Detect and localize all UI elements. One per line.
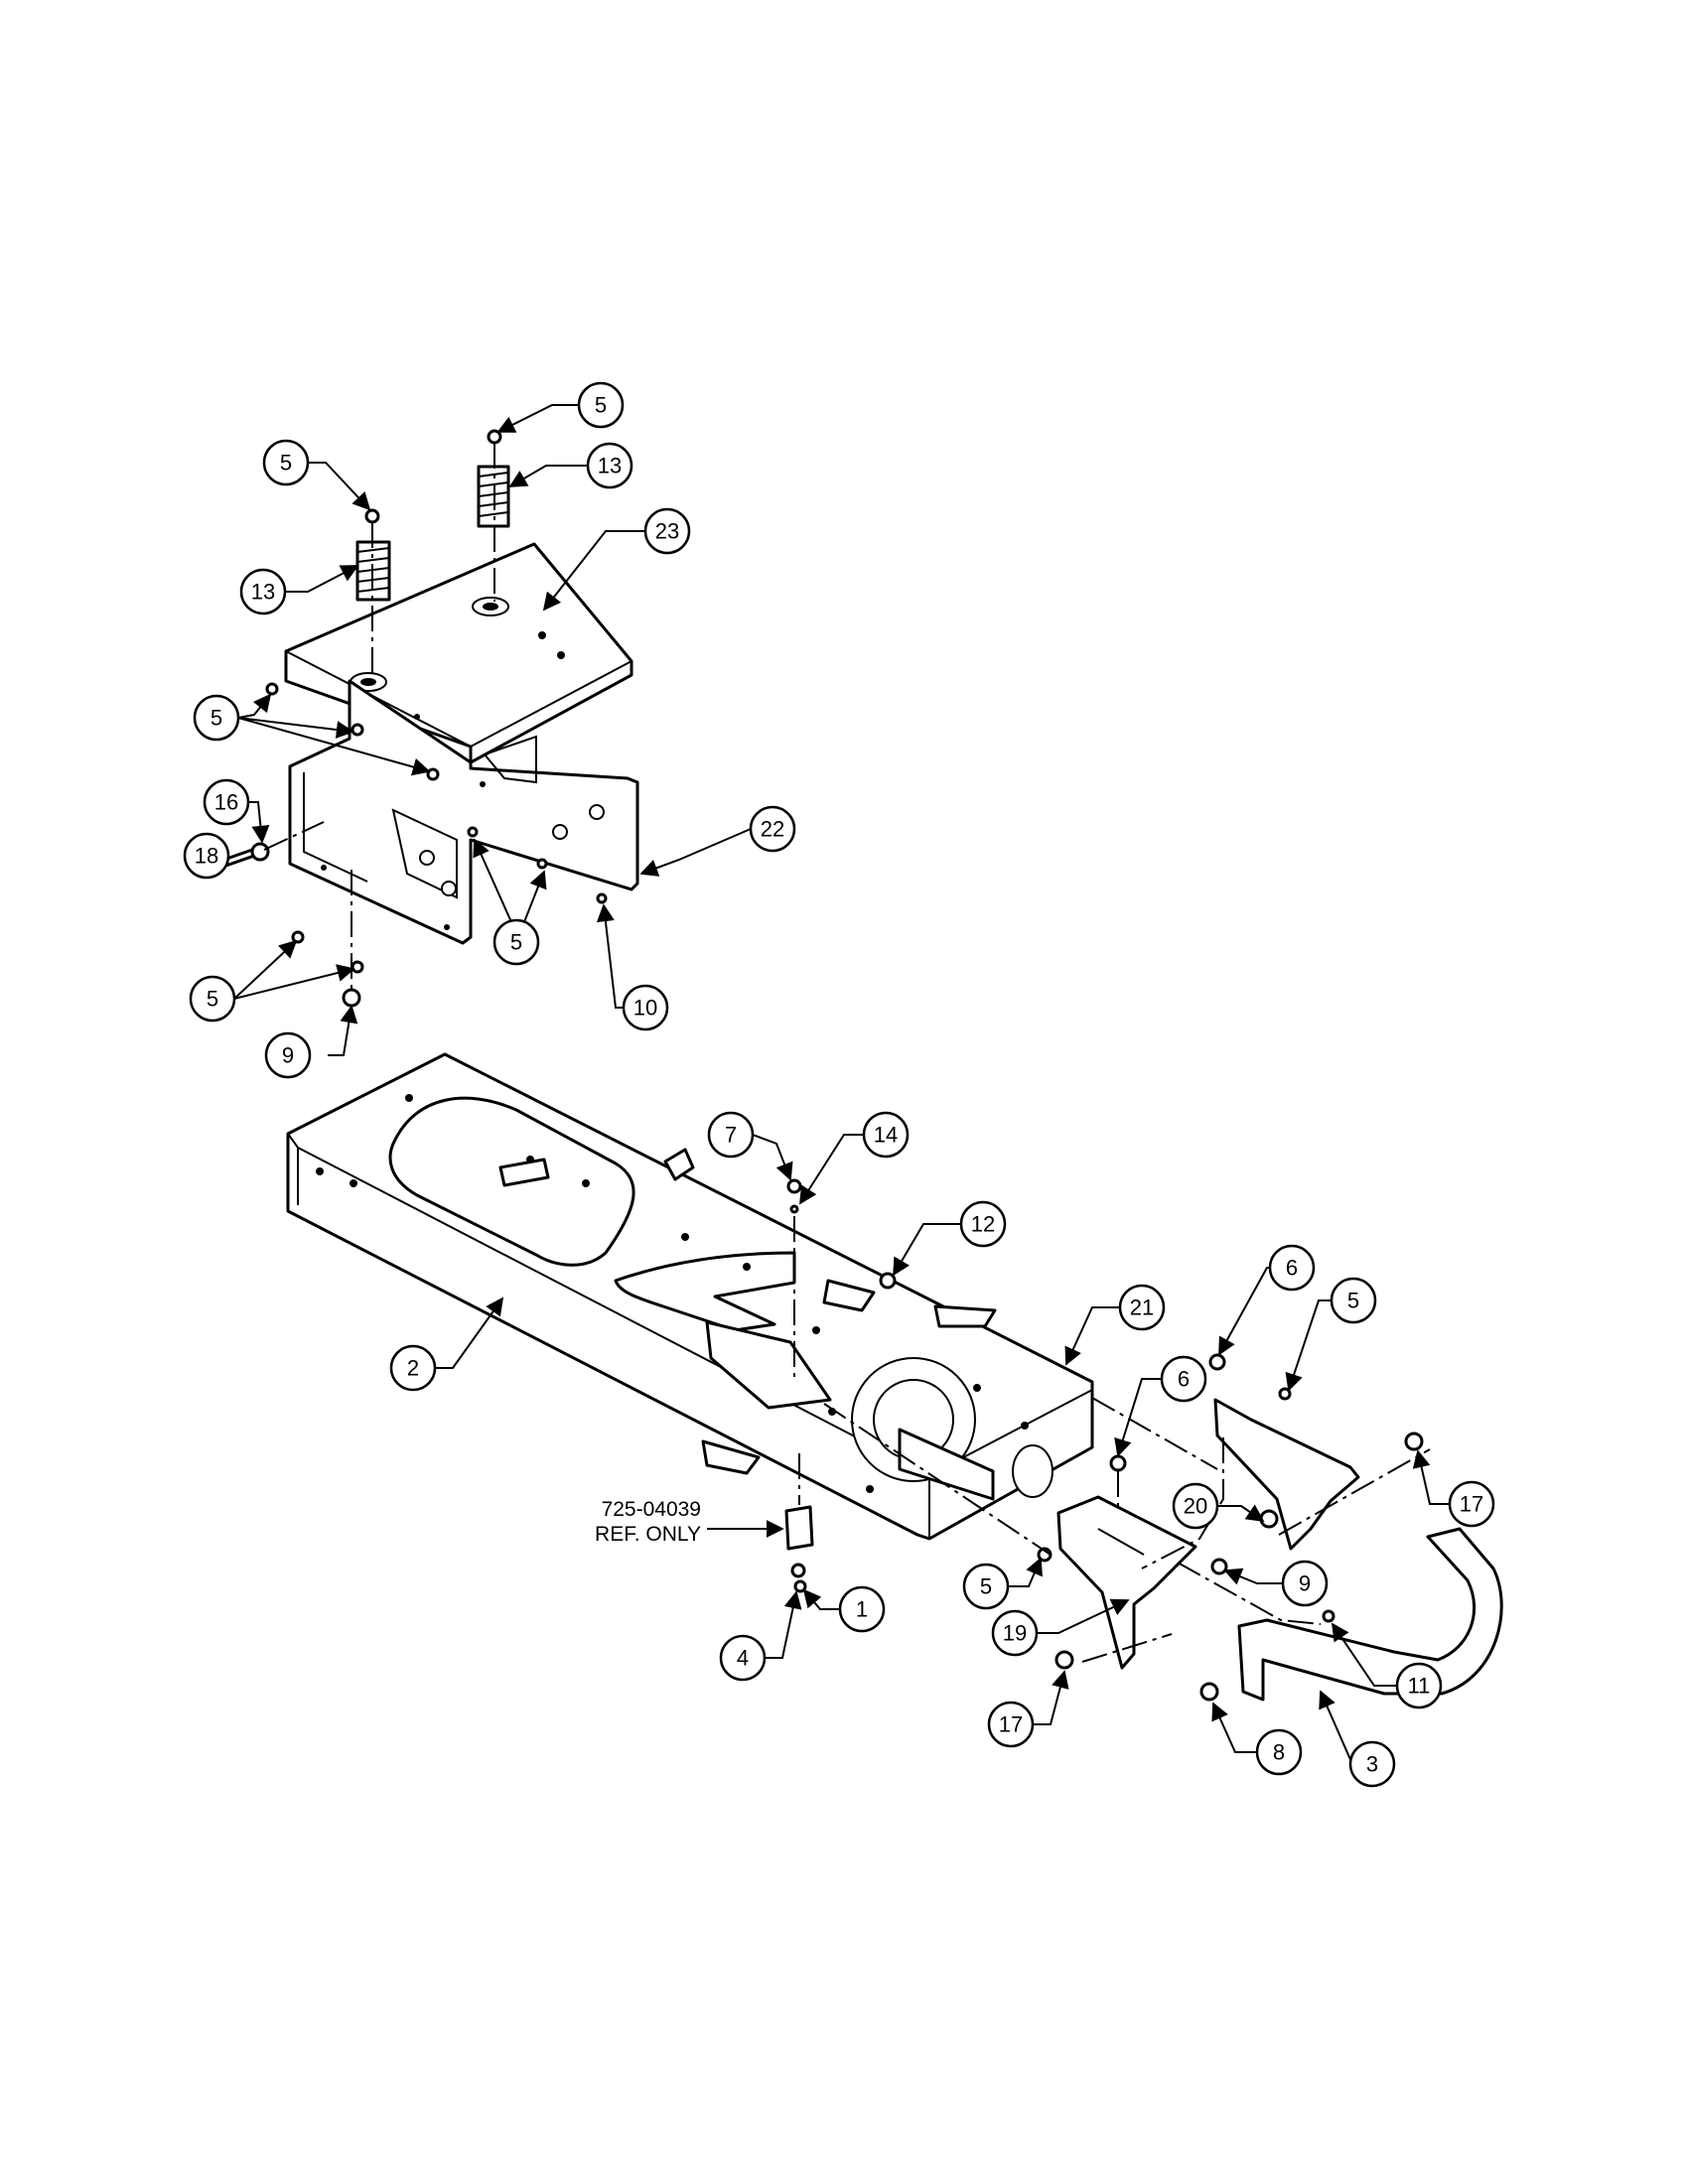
callout-13-left: 13	[239, 568, 287, 615]
svg-text:20: 20	[1184, 1494, 1207, 1519]
washer-16	[250, 842, 270, 862]
svg-text:6: 6	[1178, 1367, 1190, 1392]
svg-text:9: 9	[282, 1043, 294, 1068]
ref-note-ref-only: REF. ONLY	[595, 1523, 701, 1546]
nut-9-right-a	[1259, 1509, 1279, 1529]
svg-text:5: 5	[1347, 1289, 1359, 1313]
callout-10: 10	[622, 984, 669, 1031]
callout-6-right: 6	[1268, 1244, 1316, 1292]
nut-9-right-b	[1210, 1558, 1228, 1575]
svg-text:19: 19	[1003, 1621, 1027, 1646]
callout-9-right: 9	[1281, 1560, 1329, 1607]
nut-9-upper	[342, 988, 361, 1008]
callout-3: 3	[1348, 1740, 1396, 1788]
svg-text:16: 16	[214, 790, 238, 815]
svg-text:17: 17	[999, 1712, 1023, 1737]
callout-5-upper-group: 5	[193, 694, 240, 742]
callout-5-lower-right: 5	[962, 1563, 1010, 1610]
pin-11	[1322, 1609, 1335, 1623]
bolt-8	[1199, 1682, 1219, 1702]
callout-2: 2	[389, 1344, 437, 1392]
bolt-5-upper-b	[351, 723, 364, 737]
svg-text:11: 11	[1408, 1674, 1431, 1699]
callout-8: 8	[1255, 1728, 1303, 1776]
pin-14	[789, 1204, 799, 1214]
callout-12: 12	[959, 1200, 1007, 1248]
svg-text:10: 10	[633, 996, 657, 1021]
callout-11: 11	[1395, 1662, 1443, 1709]
svg-text:14: 14	[874, 1123, 898, 1148]
callout-5-top-left: 5	[262, 439, 310, 486]
callout-23: 23	[643, 507, 691, 555]
callout-14: 14	[862, 1111, 910, 1159]
bolt-6-left	[1109, 1454, 1127, 1472]
svg-text:5: 5	[510, 930, 522, 955]
svg-text:1: 1	[856, 1597, 868, 1622]
callout-16: 16	[203, 778, 250, 826]
bolt-17-lower	[1054, 1650, 1074, 1670]
svg-text:5: 5	[280, 451, 292, 476]
bracket-20	[1213, 1398, 1360, 1551]
nut-top-left	[364, 508, 380, 524]
bolt-6-right	[1208, 1353, 1226, 1371]
callout-1: 1	[838, 1585, 886, 1633]
nut-top-right	[487, 429, 502, 445]
callout-18: 18	[183, 832, 230, 880]
bolt-10	[596, 892, 608, 904]
callout-20: 20	[1172, 1482, 1219, 1530]
svg-text:18: 18	[195, 844, 218, 869]
bolt-17-right	[1404, 1432, 1424, 1451]
svg-text:17: 17	[1460, 1492, 1483, 1517]
callout-21: 21	[1118, 1284, 1166, 1331]
svg-text:5: 5	[980, 1574, 992, 1599]
svg-text:4: 4	[737, 1646, 749, 1671]
seat-mount-bracket	[288, 679, 639, 945]
bolt-5-lower-a	[291, 930, 305, 944]
bolt-5-upper-a	[265, 682, 279, 696]
callout-5-lower-group: 5	[189, 975, 236, 1023]
callout-22: 22	[749, 805, 796, 853]
bolt-5-lower-b	[351, 960, 364, 974]
svg-text:5: 5	[207, 987, 218, 1012]
callout-5-mid-group: 5	[492, 918, 540, 966]
svg-text:2: 2	[407, 1356, 419, 1381]
svg-text:13: 13	[251, 580, 275, 605]
bolt-5-upper-c	[426, 767, 440, 781]
bumper-3	[1237, 1527, 1503, 1702]
bolt-7	[786, 1178, 802, 1194]
svg-text:5: 5	[595, 393, 607, 418]
callout-6-left: 6	[1160, 1355, 1207, 1403]
ref-note-part-number: 725-04039	[602, 1498, 701, 1521]
svg-text:8: 8	[1273, 1740, 1285, 1765]
callout-19: 19	[991, 1609, 1039, 1657]
svg-text:13: 13	[598, 454, 622, 478]
svg-text:6: 6	[1286, 1256, 1298, 1281]
svg-text:9: 9	[1299, 1571, 1311, 1596]
svg-text:21: 21	[1130, 1296, 1154, 1320]
bolt-5-mid-a	[467, 826, 479, 838]
callout-7: 7	[707, 1111, 755, 1159]
bolt-5-right	[1278, 1387, 1292, 1401]
svg-text:12: 12	[971, 1212, 995, 1237]
svg-text:7: 7	[725, 1123, 737, 1148]
bracket-19	[1056, 1495, 1197, 1670]
callout-17-right: 17	[1448, 1480, 1495, 1528]
svg-text:22: 22	[761, 817, 784, 842]
svg-text:23: 23	[655, 519, 679, 544]
main-frame	[286, 1052, 1094, 1541]
callout-17-lower: 17	[987, 1701, 1035, 1748]
switch-725-04039	[784, 1505, 814, 1593]
callout-9-upper: 9	[264, 1031, 312, 1079]
svg-text:3: 3	[1366, 1752, 1378, 1777]
callout-13-top-right: 13	[586, 442, 633, 489]
nut-12	[879, 1272, 897, 1290]
bolt-5-mid-b	[536, 858, 548, 870]
callout-5-top-right: 5	[577, 381, 625, 429]
svg-text:5: 5	[210, 706, 222, 731]
callout-5-right: 5	[1330, 1277, 1377, 1324]
callout-4: 4	[719, 1634, 767, 1682]
